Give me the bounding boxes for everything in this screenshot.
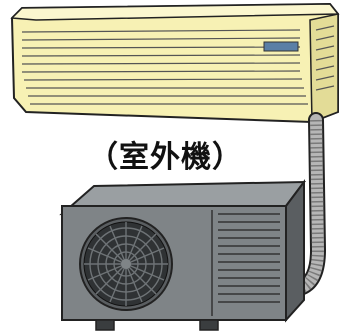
- outdoor-unit-foot-left: [95, 319, 115, 331]
- outdoor-unit-caption: （室外機）: [88, 140, 243, 175]
- fan-icon: [79, 217, 173, 311]
- indoor-display-panel: [263, 41, 299, 52]
- outdoor-unit-foot-right: [199, 319, 219, 331]
- indoor-ac-unit-icon: [10, 2, 340, 124]
- outdoor-ac-unit-icon: [59, 179, 307, 331]
